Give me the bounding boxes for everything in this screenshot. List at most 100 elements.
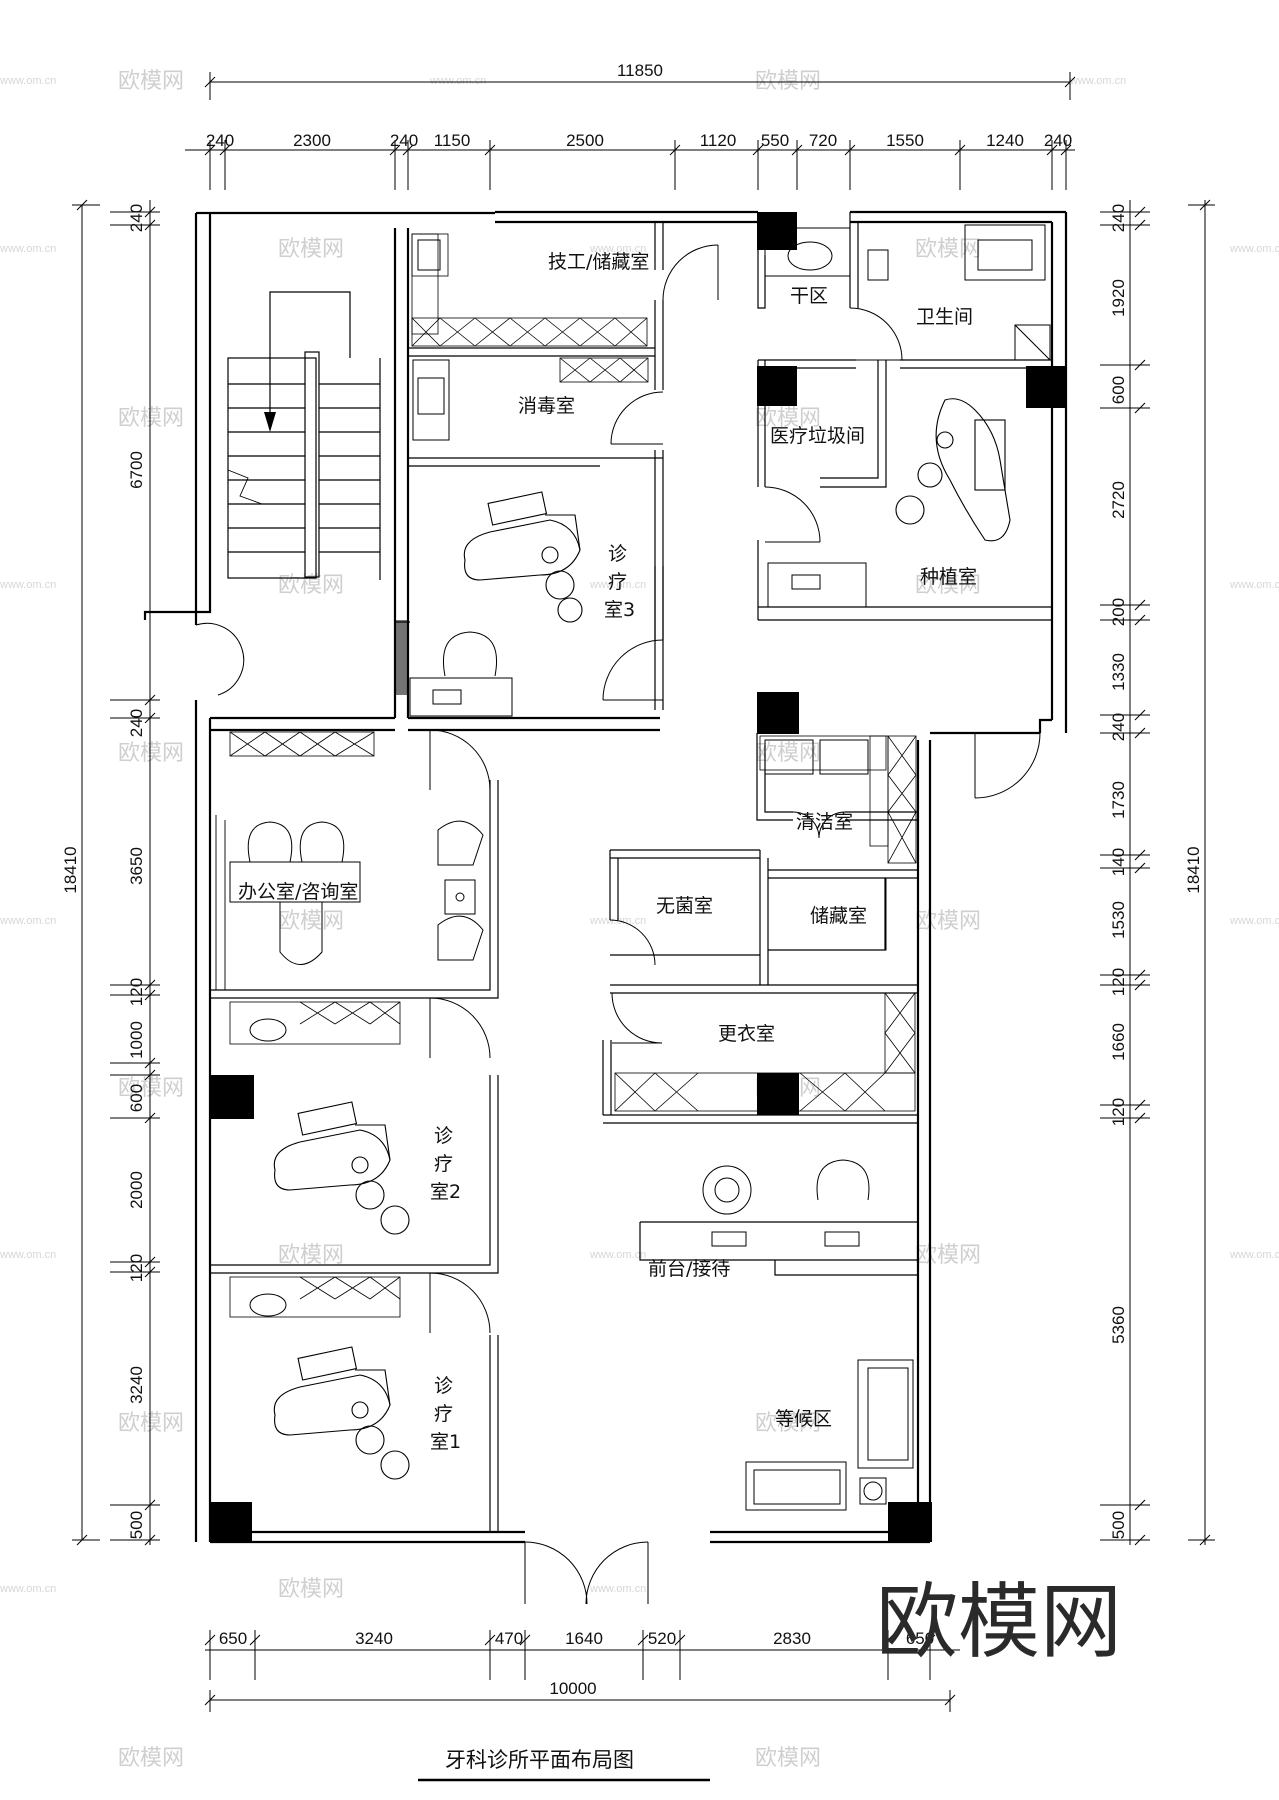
watermark-layer: 欧模网 欧模网 欧模网 欧模网 欧模网 欧模网 欧模网 欧模网 欧模网 欧模网 … [0,69,1279,1771]
dimension-tick [1134,969,1146,981]
room-label-clinic2: 疗 [434,1153,453,1175]
sink-icon [819,739,869,775]
room-label-implant: 种植室 [920,566,977,588]
room-label-sterile: 无菌室 [656,895,713,917]
dim-left: 120 [127,978,146,1006]
dimension-tick [204,144,216,156]
dental-chair-icon [895,398,1011,542]
sofa-chair-icon [437,915,484,961]
sofa-chair-icon [437,820,484,866]
dimension-tick [484,1634,496,1646]
dim-bottom: 3240 [355,1629,393,1648]
dimension-tick [674,1634,686,1646]
dimension-tick [1134,1112,1146,1124]
dim-top: 1550 [886,131,924,150]
dim-left: 500 [127,1511,146,1539]
dimension-tick [669,144,681,156]
room-label-medical-waste: 医疗垃圾间 [770,425,865,447]
watermark-logo: 欧模网 [755,1746,821,1771]
watermark-url: www.om.cn [589,243,646,255]
dimension-tick [844,144,856,156]
room-label-clinic1: 室1 [430,1431,461,1453]
dimension-tick [791,144,803,156]
watermark-url: www.om.cn [1069,75,1126,87]
room-label-clinic3: 诊 [608,543,627,565]
dimension-tick [204,1634,216,1646]
watermark-url: www.om.cn [0,1583,56,1595]
room-label-clinic1: 疗 [434,1403,453,1425]
dimension-tick [1060,144,1072,156]
dim-left: 6700 [127,451,146,489]
desk [229,861,361,903]
dimension-tick [882,1634,894,1646]
dimension-tick [1134,599,1146,611]
shower-icon [964,224,1046,281]
room-label-disinfection: 消毒室 [518,395,575,417]
dimension-tick [144,1112,156,1124]
dim-left: 120 [127,1254,146,1282]
watermark-url: www.om.cn [1229,243,1279,255]
dim-right: 1530 [1109,901,1128,939]
room-label-clinic2: 室2 [430,1181,461,1203]
dim-bottom: 650 [906,1629,934,1648]
dimension-tick [954,144,966,156]
dim-top: 2300 [293,131,331,150]
dim-bottom-total: 10000 [549,1679,596,1698]
office-chair-icon [279,902,323,965]
dim-left: 600 [127,1084,146,1112]
dim-right: 2720 [1109,481,1128,519]
dim-left: 240 [127,204,146,232]
watermark-url: www.om.cn [589,1249,646,1261]
dim-bottom: 520 [648,1629,676,1648]
room-label-office: 办公室/咨询室 [238,881,358,903]
dimension-tick [389,144,401,156]
dimension-tick [144,1534,156,1546]
room-label-clinic3: 疗 [608,571,627,593]
sink-icon [417,239,441,271]
dimension-tick [144,1499,156,1511]
drawing-title: 牙科诊所平面布局图 [445,1748,634,1772]
dimension-tick [144,694,156,706]
watermark-logo: 欧模网 [118,1076,184,1101]
dimension-tick [1134,862,1146,874]
dimension-tick [144,712,156,724]
watermark-url: www.om.cn [1229,579,1279,591]
dimension-tick [1134,849,1146,861]
watermark-logo: 欧模网 [915,573,981,598]
chair-icon [247,821,293,863]
dimension-tick [402,144,414,156]
walls [143,210,1068,1544]
dim-right: 1920 [1109,279,1128,317]
room-label-clinic2: 诊 [434,1125,453,1147]
dimension-tick [1134,219,1146,231]
watermark-url: www.om.cn [589,1583,646,1595]
watermark-url: www.om.cn [0,579,56,591]
staircase [227,291,410,695]
dim-right: 240 [1109,713,1128,741]
structural-columns [210,212,1066,1542]
dimension-labels: 11850 240 2300 240 1150 2500 1120 550 72… [61,61,1203,1698]
watermark-url: www.om.cn [0,915,56,927]
dimension-tick [924,1634,936,1646]
watermark-logo: 欧模网 [278,909,344,934]
watermark-url: www.om.cn [1229,915,1279,927]
room-label-toilet: 卫生间 [916,306,973,328]
dimension-tick [144,206,156,218]
dim-top: 240 [1044,131,1072,150]
watermark-logo: 欧模网 [915,1243,981,1268]
chair-icon [816,1159,870,1201]
dim-left: 240 [127,709,146,737]
room-labels: 技工/储藏室 消毒室 干区 卫生间 医疗垃圾间 种植室 诊 疗 室3 办公室/咨… [238,251,977,1453]
watermark-logo: 欧模网 [915,237,981,262]
furniture [229,562,914,1511]
dim-right: 120 [1109,1098,1128,1126]
stair-arrow-icon [264,412,276,432]
dim-left: 2000 [127,1171,146,1209]
watermark-logo: 欧模网 [118,1746,184,1771]
watermark-logo: 欧模网 [118,1411,184,1436]
dim-right: 240 [1109,204,1128,232]
dimension-tick [144,1057,156,1069]
sofa-icon [857,1359,914,1469]
watermark-logo: 欧模网 [278,1243,344,1268]
room-label-locker: 更衣室 [718,1023,775,1045]
